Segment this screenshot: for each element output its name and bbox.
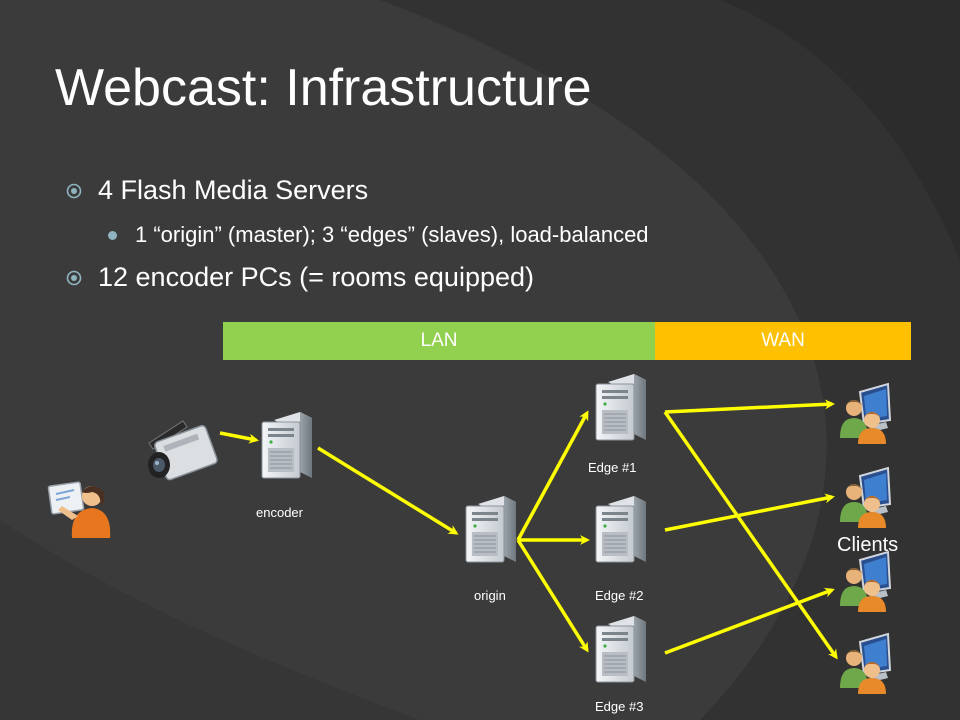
- sub-bullet-text: 1 “origin” (master); 3 “edges” (slaves),…: [135, 222, 649, 247]
- edge2-server-icon: [595, 495, 647, 563]
- wan-zone: WAN: [655, 322, 911, 360]
- clients-label: Clients: [837, 534, 899, 556]
- client-user-icon: [839, 383, 891, 445]
- encoder-label: encoder: [256, 505, 303, 520]
- edge1-to-client1-arrow: [664, 399, 835, 414]
- origin-label: origin: [474, 588, 506, 603]
- edge2-to-client2-arrow: [664, 493, 835, 532]
- dot-bullet-icon: [108, 230, 117, 240]
- encoder-to-origin-arrow: [317, 446, 459, 535]
- client-user-icon: [839, 467, 891, 529]
- video-camera-icon: [148, 420, 218, 481]
- edge1-to-client4-arrow: [663, 410, 838, 660]
- edge1-label: Edge #1: [588, 460, 637, 475]
- bullet-text: 4 Flash Media Servers: [98, 175, 369, 205]
- slide-title: Webcast: Infrastructure: [55, 59, 592, 117]
- sub-bullet-item: 1 “origin” (master); 3 “edges” (slaves),…: [108, 222, 649, 248]
- origin-to-edge3-arrow: [516, 539, 589, 653]
- presenter-icon: [47, 481, 111, 538]
- edge3-server-icon: [595, 615, 647, 683]
- lan-zone: LAN: [223, 322, 655, 360]
- edge1-server-icon: [595, 373, 647, 441]
- camera-to-encoder-arrow: [219, 431, 259, 444]
- edge2-label: Edge #2: [595, 588, 644, 603]
- edge3-label: Edge #3: [595, 699, 644, 714]
- bullet-text: 12 encoder PCs (= rooms equipped): [98, 262, 534, 292]
- encoder-server-icon: [261, 411, 313, 479]
- circle-bullet-icon: [66, 270, 82, 285]
- edge3-to-client3-arrow: [664, 587, 835, 655]
- bullet-item: 12 encoder PCs (= rooms equipped): [66, 262, 534, 293]
- client-user-icon: [839, 551, 891, 613]
- circle-bullet-icon: [66, 183, 82, 198]
- bullet-item: 4 Flash Media Servers: [66, 175, 368, 206]
- client-user-icon: [839, 633, 891, 695]
- origin-server-icon: [465, 495, 517, 563]
- origin-to-edge1-arrow: [516, 410, 589, 541]
